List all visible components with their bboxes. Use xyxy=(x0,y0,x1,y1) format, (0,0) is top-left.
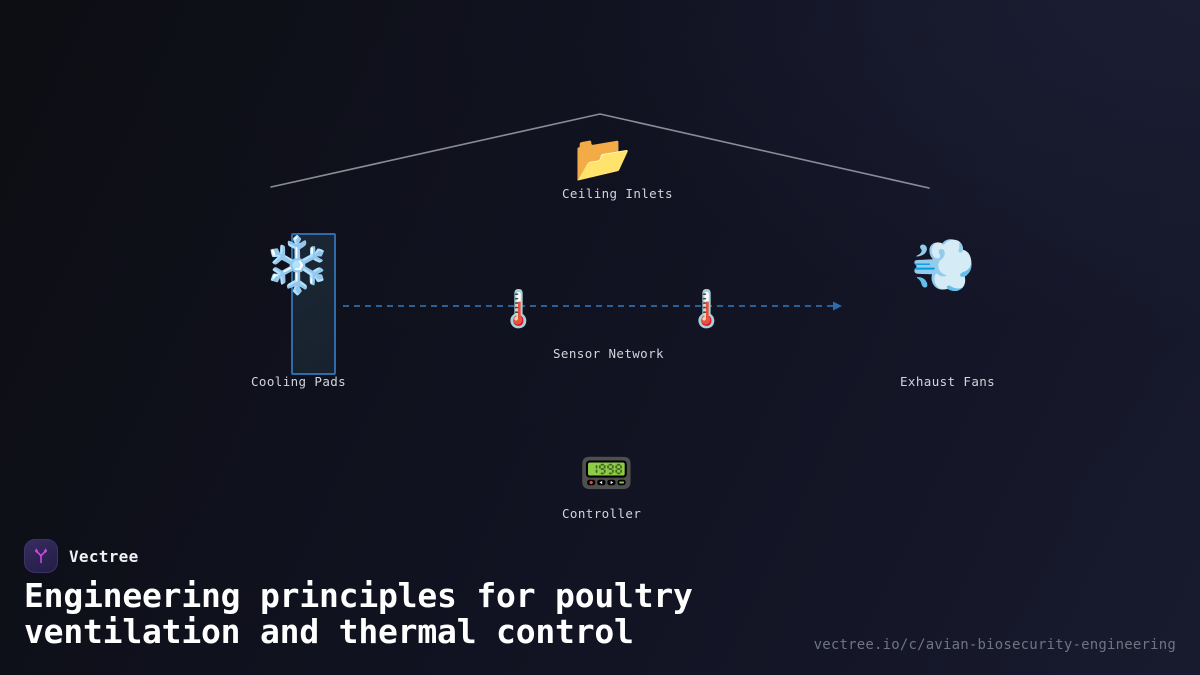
thermometer-icon: 🌡️ xyxy=(684,289,729,330)
page-title: Engineering principles for poultry venti… xyxy=(24,576,693,651)
footer-url: vectree.io/c/avian-biosecurity-engineeri… xyxy=(813,637,1176,653)
snowflake-icon: ❄️ xyxy=(263,233,332,297)
ventilation-diagram: 📂 Ceiling Inlets ❄️ Cooling Pads 🌡️ 🌡️ S… xyxy=(251,113,996,521)
brand-name: Vectree xyxy=(69,546,139,566)
vectree-tree-logo-icon xyxy=(24,539,58,573)
open-folder-icon: 📂 xyxy=(574,131,632,185)
thermometer-icon: 🌡️ xyxy=(496,289,541,330)
brand-lockup: Vectree xyxy=(24,539,139,573)
cooling-pads-panel xyxy=(291,233,336,375)
controller-label: Controller xyxy=(562,506,642,521)
exhaust-fans-label: Exhaust Fans xyxy=(900,374,996,389)
sensor-network-label: Sensor Network xyxy=(553,346,664,361)
dashing-away-wind-icon: 💨 xyxy=(911,236,976,296)
ceiling-inlets-label: Ceiling Inlets xyxy=(562,186,673,201)
pager-display-icon: 📟 xyxy=(579,448,634,499)
slide-footer: Vectree Engineering principles for poult… xyxy=(0,535,1200,675)
cooling-pads-label: Cooling Pads xyxy=(251,374,347,389)
